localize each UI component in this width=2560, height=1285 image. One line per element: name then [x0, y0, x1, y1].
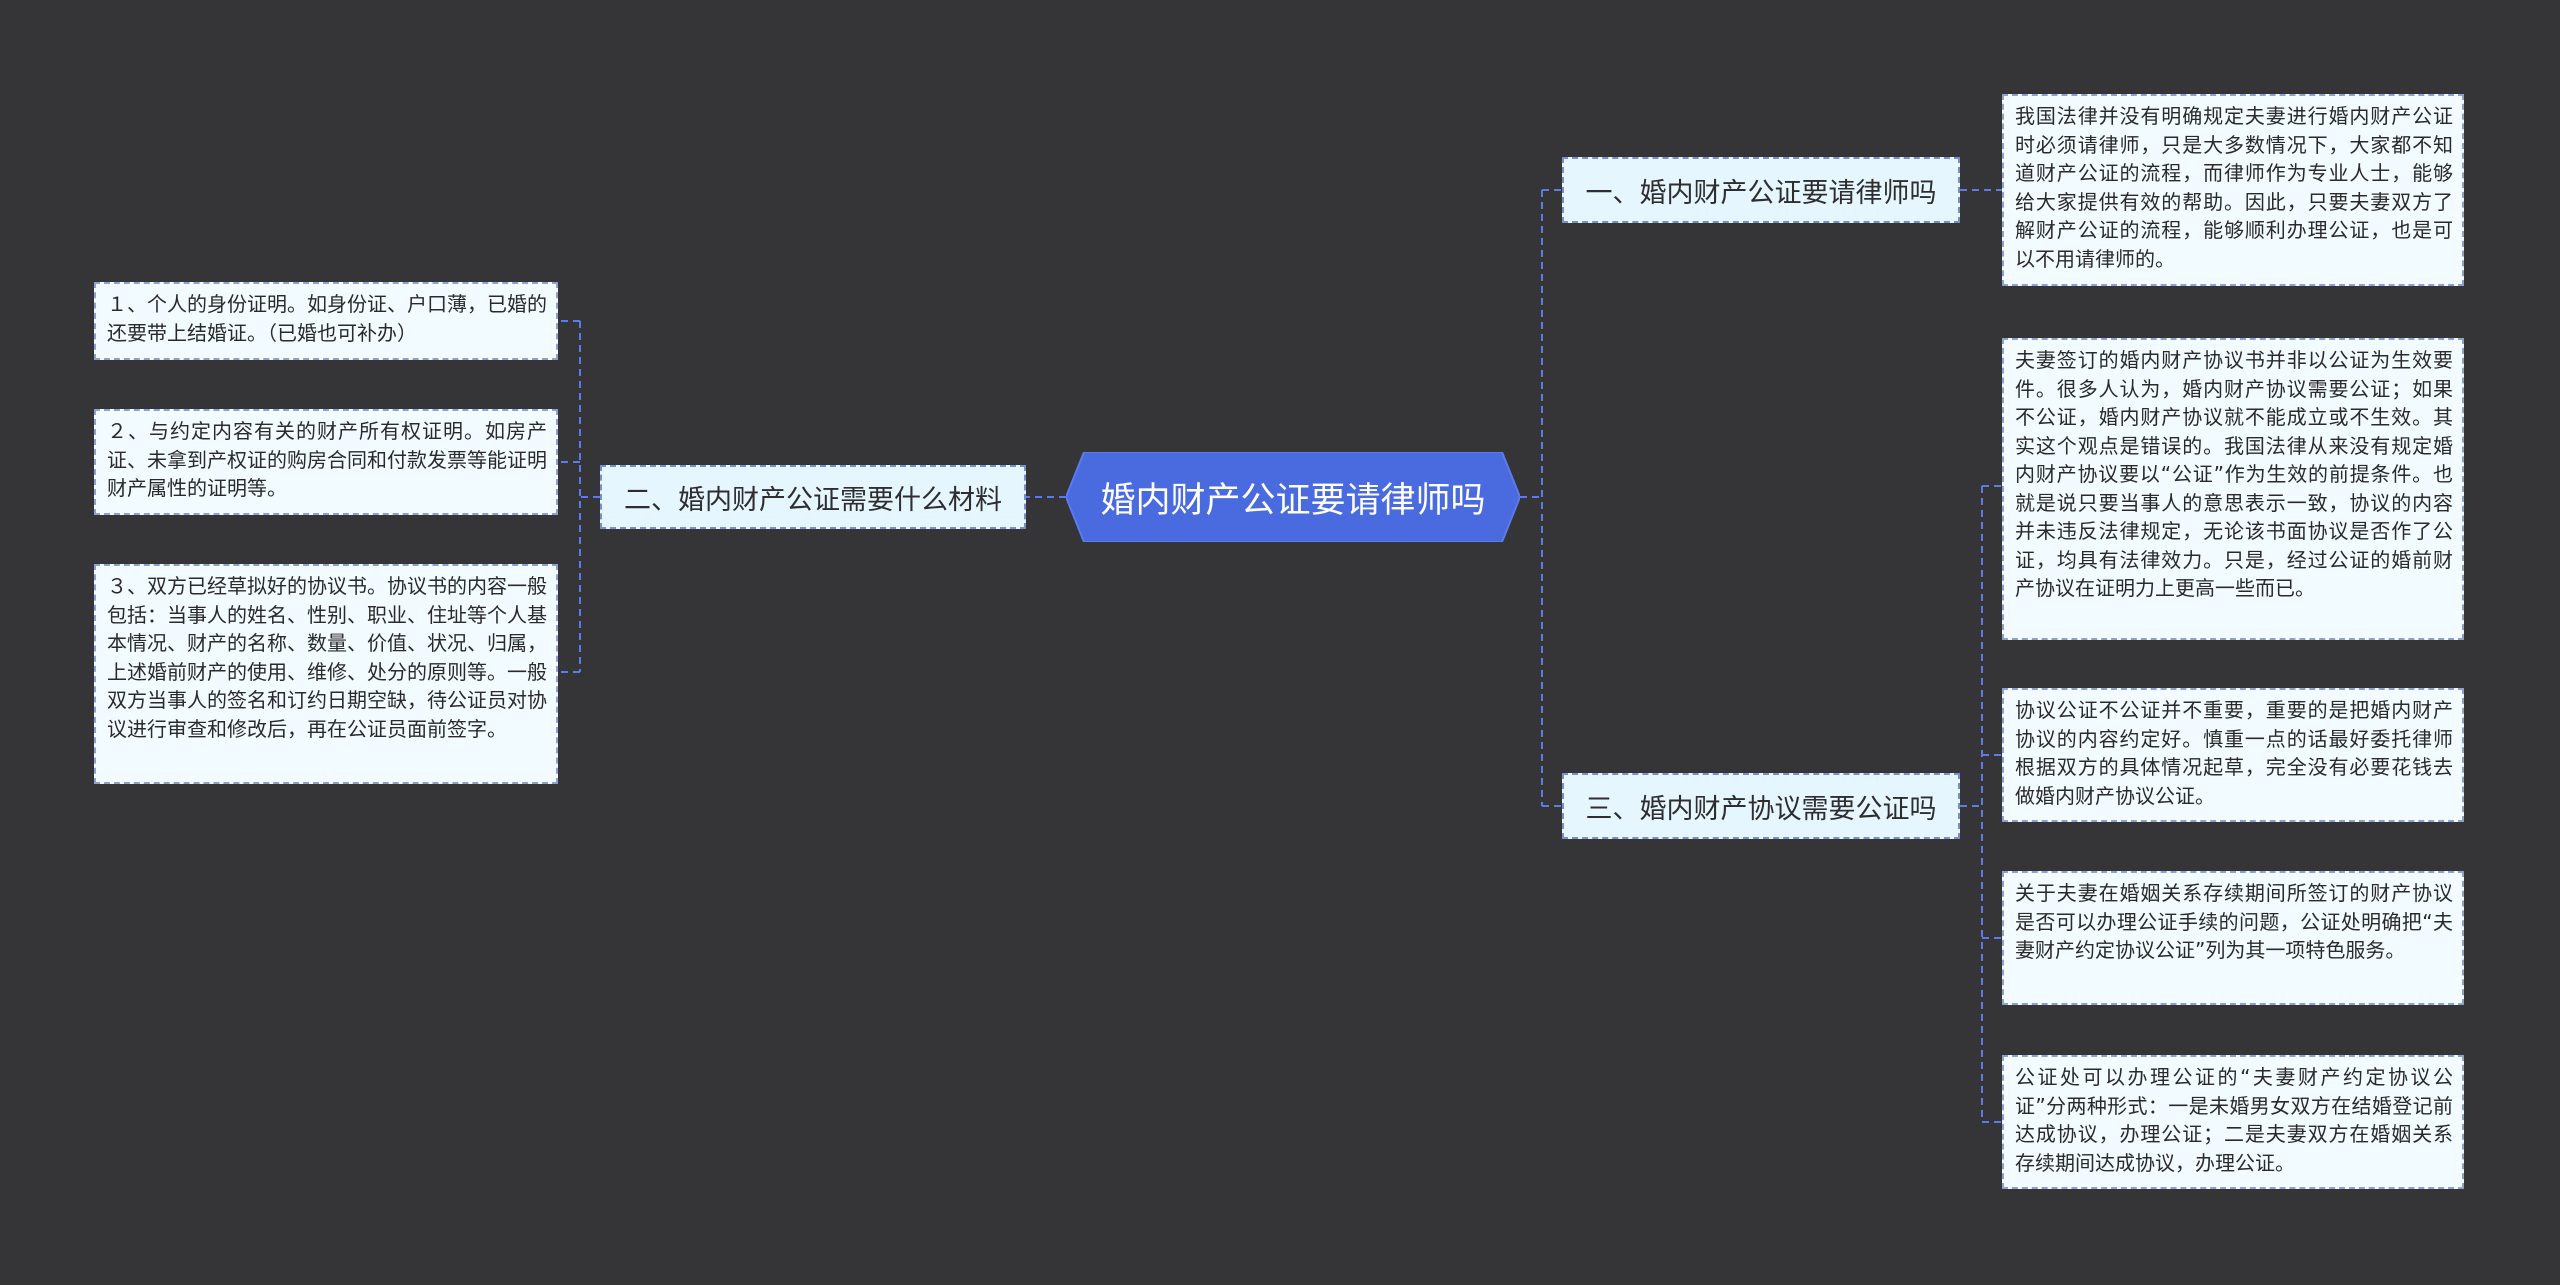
leaf-note-b2-1-text: １、个人的身份证明。如身份证、户口薄，已婚的还要带上结婚证。（已婚也可补办） — [107, 292, 547, 345]
leaf-note-b1-1-text: 我国法律并没有明确规定夫妻进行婚内财产公证时必须请律师，只是大多数情况下，大家都… — [2015, 104, 2453, 271]
branch-topic-1-label: 一、婚内财产公证要请律师吗 — [1585, 177, 1937, 209]
root-topic[interactable]: 婚内财产公证要请律师吗 — [1066, 452, 1520, 542]
leaf-note-b2-3[interactable]: ３、双方已经草拟好的协议书。协议书的内容一般包括：当事人的姓名、性别、职业、住址… — [94, 564, 558, 784]
leaf-note-b3-4[interactable]: 公证处可以办理公证的“夫妻财产约定协议公证”分两种形式：一是未婚男女双方在结婚登… — [2002, 1055, 2464, 1189]
root-hexagon-shape — [1066, 452, 1520, 542]
leaf-note-b3-1[interactable]: 夫妻签订的婚内财产协议书并非以公证为生效要件。很多人认为，婚内财产协议需要公证；… — [2002, 338, 2464, 640]
leaf-note-b3-2[interactable]: 协议公证不公证并不重要，重要的是把婚内财产协议的内容约定好。慎重一点的话最好委托… — [2002, 688, 2464, 822]
leaf-note-b2-3-text: ３、双方已经草拟好的协议书。协议书的内容一般包括：当事人的姓名、性别、职业、住址… — [107, 574, 547, 741]
branch-topic-2-label: 二、婚内财产公证需要什么材料 — [624, 484, 1002, 516]
leaf-note-b3-2-text: 协议公证不公证并不重要，重要的是把婚内财产协议的内容约定好。慎重一点的话最好委托… — [2015, 698, 2453, 808]
branch-topic-3-label: 三、婚内财产协议需要公证吗 — [1585, 793, 1937, 825]
leaf-note-b3-4-text: 公证处可以办理公证的“夫妻财产约定协议公证”分两种形式：一是未婚男女双方在结婚登… — [2015, 1065, 2453, 1175]
leaf-note-b2-2-text: ２、与约定内容有关的财产所有权证明。如房产证、未拿到产权证的购房合同和付款发票等… — [107, 419, 547, 500]
leaf-note-b1-1[interactable]: 我国法律并没有明确规定夫妻进行婚内财产公证时必须请律师，只是大多数情况下，大家都… — [2002, 94, 2464, 286]
root-topic-label: 婚内财产公证要请律师吗 — [1100, 480, 1486, 521]
leaf-note-b2-1[interactable]: １、个人的身份证明。如身份证、户口薄，已婚的还要带上结婚证。（已婚也可补办） — [94, 282, 558, 360]
branch-topic-2[interactable]: 二、婚内财产公证需要什么材料 — [600, 465, 1026, 529]
branch-topic-3[interactable]: 三、婚内财产协议需要公证吗 — [1562, 773, 1960, 839]
leaf-note-b3-3[interactable]: 关于夫妻在婚姻关系存续期间所签订的财产协议是否可以办理公证手续的问题，公证处明确… — [2002, 871, 2464, 1005]
branch-topic-1[interactable]: 一、婚内财产公证要请律师吗 — [1562, 157, 1960, 223]
leaf-note-b3-1-text: 夫妻签订的婚内财产协议书并非以公证为生效要件。很多人认为，婚内财产协议需要公证；… — [2015, 348, 2453, 600]
leaf-note-b2-2[interactable]: ２、与约定内容有关的财产所有权证明。如房产证、未拿到产权证的购房合同和付款发票等… — [94, 409, 558, 515]
leaf-note-b3-3-text: 关于夫妻在婚姻关系存续期间所签订的财产协议是否可以办理公证手续的问题，公证处明确… — [2015, 881, 2453, 962]
